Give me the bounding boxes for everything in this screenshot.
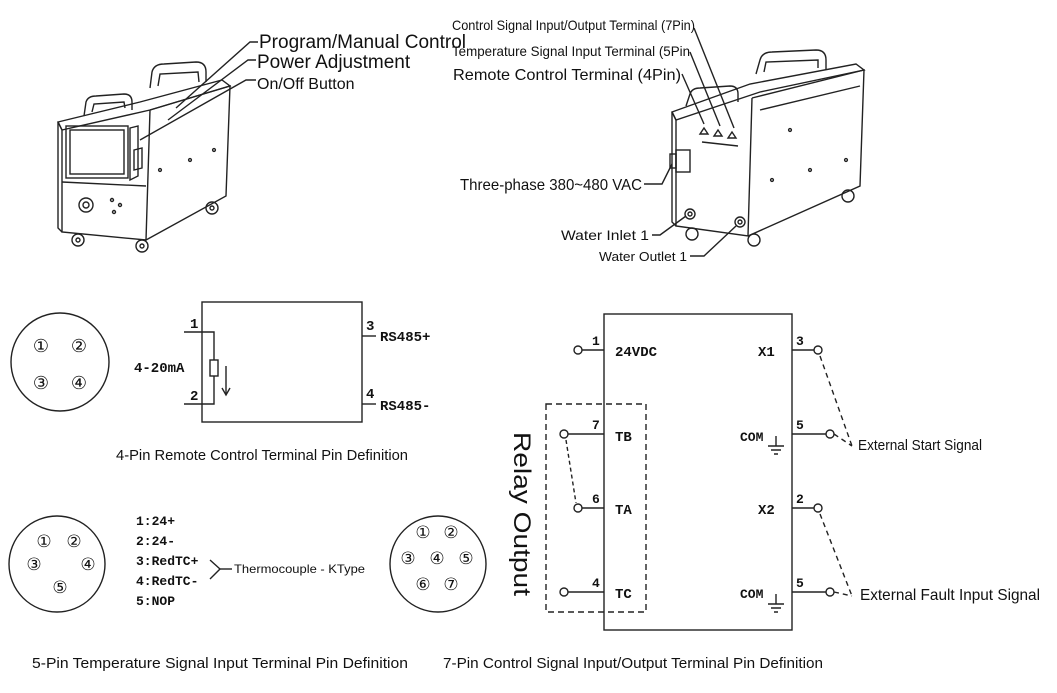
pin7-connector-circle [389,515,487,613]
pin7-pin-4: ④ [429,549,444,569]
pin7-right-num-3: 2 [796,492,804,507]
pin4-num-3: 3 [366,319,374,335]
pin4-diagram [10,301,376,423]
relay-output-label: Relay Output [508,432,535,596]
label-water-outlet: Water Outlet 1 [599,249,687,264]
pin4-caption: 4-Pin Remote Control Terminal Pin Defini… [116,447,408,464]
pin5-pin-1: ① [36,532,51,552]
pin5-connector-circle [8,515,106,613]
external-start-label: External Start Signal [858,437,982,454]
label-control-terminal: Control Signal Input/Output Terminal (7P… [452,17,695,33]
pin4-pin-1: ① [33,336,49,357]
pin7-left-label-4: TC [615,587,632,603]
pin5-list-1: 1:24+ [136,514,175,529]
label-power-adjustment: Power Adjustment [257,52,411,73]
pin5-list-3: 3:RedTC+ [136,554,199,569]
pin7-caption: 7-Pin Control Signal Input/Output Termin… [443,655,823,672]
pin7-left-num-1: 1 [592,334,600,349]
pin4-connector-circle [10,312,110,412]
pin4-num-1: 1 [190,317,198,333]
pin7-pin-7: ⑦ [443,575,458,595]
pin7-right-label-1: X1 [758,345,775,361]
pin4-pin-2: ② [71,336,87,357]
pin5-list-2: 2:24- [136,534,175,549]
pin7-left-label-1: 24VDC [615,345,658,361]
pin5-caption: 5-Pin Temperature Signal Input Terminal … [32,655,408,672]
label-remote-terminal: Remote Control Terminal (4Pin) [453,67,681,84]
pin5-list-4: 4:RedTC- [136,574,198,589]
pin4-rs485-minus: RS485- [380,399,430,415]
pin7-pin-1: ① [415,523,430,543]
pin5-thermocouple: Thermocouple - KType [234,562,365,576]
pin5-pin-3: ③ [26,555,41,575]
pin7-right-label-3: X2 [758,503,775,519]
pin4-num-4: 4 [366,387,374,403]
rear-machine-illustration [644,27,866,257]
pin7-pin-2: ② [443,523,458,543]
pin7-pin-6: ⑥ [415,575,430,595]
pin4-num-2: 2 [190,389,198,405]
pin7-left-num-3: 6 [592,492,600,507]
relay-output-box [545,403,647,613]
pin4-left-label: 4-20mA [134,361,185,377]
pin5-diagram [8,515,487,613]
pin7-pin-5: ⑤ [458,549,473,569]
external-fault-label: External Fault Input Signal [860,587,1040,604]
pin7-right-num-4: 5 [796,576,804,591]
pin7-left-label-2: TB [615,430,632,446]
label-on-off: On/Off Button [257,76,355,93]
label-water-inlet: Water Inlet 1 [561,227,649,243]
pin7-right-label-2: COM [740,430,764,445]
pin7-pin-3: ③ [400,549,415,569]
pin4-pin-4: ④ [71,373,87,394]
pin7-box [603,313,793,631]
pin7-right-num-1: 3 [796,334,804,349]
pin5-pin-2: ② [66,532,81,552]
label-temperature-terminal: Temperature Signal Input Terminal (5Pin [452,43,690,59]
pin7-right-label-4: COM [740,587,764,602]
label-program-manual: Program/Manual Control [259,32,466,53]
pin7-left-num-4: 4 [592,576,600,591]
pin4-pin-3: ③ [33,373,49,394]
pin7-left-num-2: 7 [592,418,600,433]
pin7-diagram [545,313,853,631]
front-machine-illustration [56,41,258,253]
pin7-left-label-3: TA [615,503,632,519]
label-power-input: Three-phase 380~480 VAC [460,177,642,194]
pin5-pin-4: ④ [80,555,95,575]
pin5-list-5: 5:NOP [136,594,175,609]
pin5-pin-5: ⑤ [52,578,67,598]
pin4-box [201,301,363,423]
pin7-right-num-2: 5 [796,418,804,433]
pin4-rs485-plus: RS485+ [380,330,430,346]
